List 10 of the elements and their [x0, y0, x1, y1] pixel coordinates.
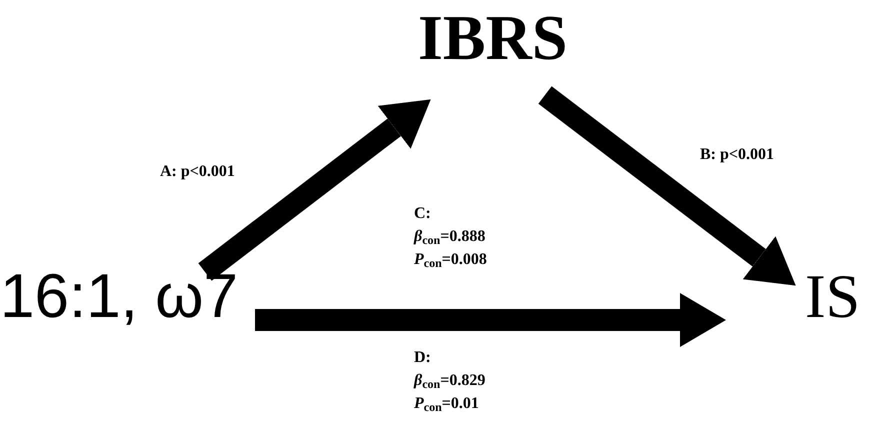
arrow	[198, 99, 431, 281]
annotation-text: D: β$_{con}$=0.829 P$_{con}$=0.01	[414, 348, 486, 416]
arrow	[538, 86, 796, 286]
arrow	[255, 293, 726, 347]
edge-label: A: p<0.001	[160, 162, 235, 182]
edge-label: B: p<0.001	[700, 145, 774, 165]
node-label: IS	[805, 266, 860, 328]
edge-label: C: β$_{con}$=0.888 P$_{con}$=0.008	[414, 204, 487, 272]
node-label: 16:1, ω7	[0, 266, 238, 328]
node-label: IBRS	[418, 6, 568, 70]
